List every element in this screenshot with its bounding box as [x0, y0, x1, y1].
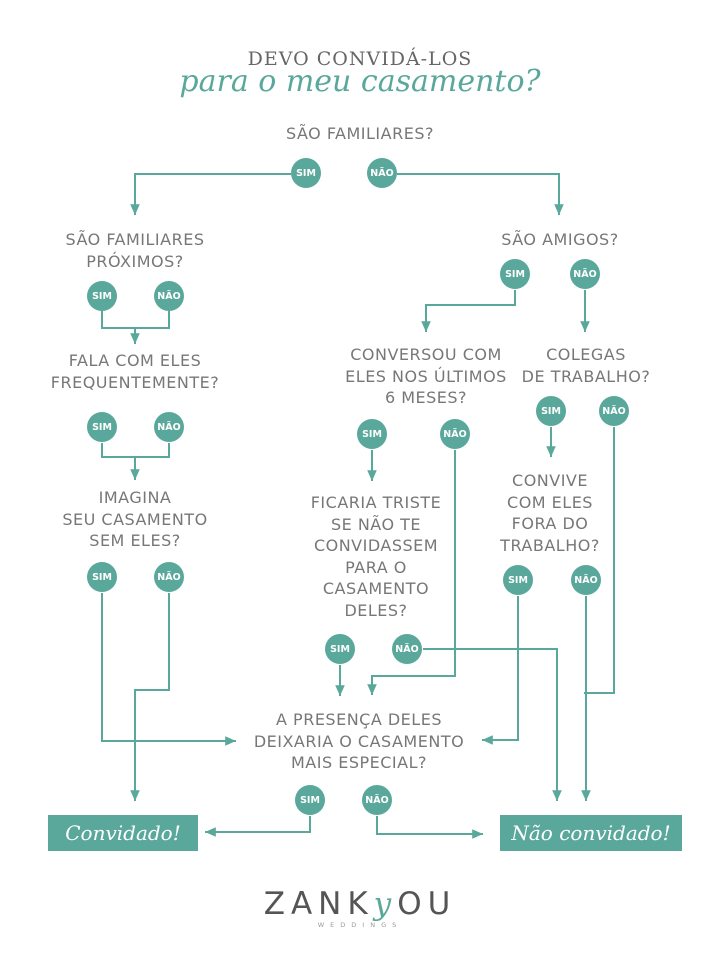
- q1-sim-button[interactable]: SIM: [291, 158, 321, 188]
- q10-nao-button[interactable]: NÃO: [362, 785, 392, 815]
- q5-sim-button[interactable]: SIM: [357, 419, 387, 449]
- q3-nao-button[interactable]: NÃO: [570, 259, 600, 289]
- q6-sim-button[interactable]: SIM: [536, 396, 566, 426]
- q5-nao-button[interactable]: NÃO: [440, 419, 470, 449]
- question-amigos: SÃO AMIGOS?: [501, 230, 619, 249]
- q9-sim-button[interactable]: SIM: [503, 565, 533, 595]
- question-familiares: SÃO FAMILIARES?: [286, 124, 434, 143]
- result-convidado[interactable]: Convidado!: [48, 815, 198, 851]
- q9-nao-button[interactable]: NÃO: [571, 565, 601, 595]
- zankyou-logo: ZANKyOU: [263, 886, 457, 922]
- title-line2: para o meu casamento?: [179, 64, 541, 99]
- result-nao-convidado[interactable]: Não convidado!: [500, 815, 682, 851]
- q4-nao-button[interactable]: NÃO: [154, 412, 184, 442]
- q2-nao-button[interactable]: NÃO: [154, 281, 184, 311]
- logo-tagline: WEDDINGS: [317, 921, 403, 929]
- q7-sim-button[interactable]: SIM: [87, 562, 117, 592]
- q1-nao-button[interactable]: NÃO: [367, 158, 397, 188]
- q8-sim-button[interactable]: SIM: [325, 634, 355, 664]
- q6-nao-button[interactable]: NÃO: [599, 396, 629, 426]
- q7-nao-button[interactable]: NÃO: [154, 562, 184, 592]
- q10-sim-button[interactable]: SIM: [295, 785, 325, 815]
- q8-nao-button[interactable]: NÃO: [392, 634, 422, 664]
- title-line1: DEVO CONVIDÁ-LOS: [247, 48, 473, 70]
- q2-sim-button[interactable]: SIM: [87, 281, 117, 311]
- q3-sim-button[interactable]: SIM: [500, 259, 530, 289]
- q4-sim-button[interactable]: SIM: [87, 412, 117, 442]
